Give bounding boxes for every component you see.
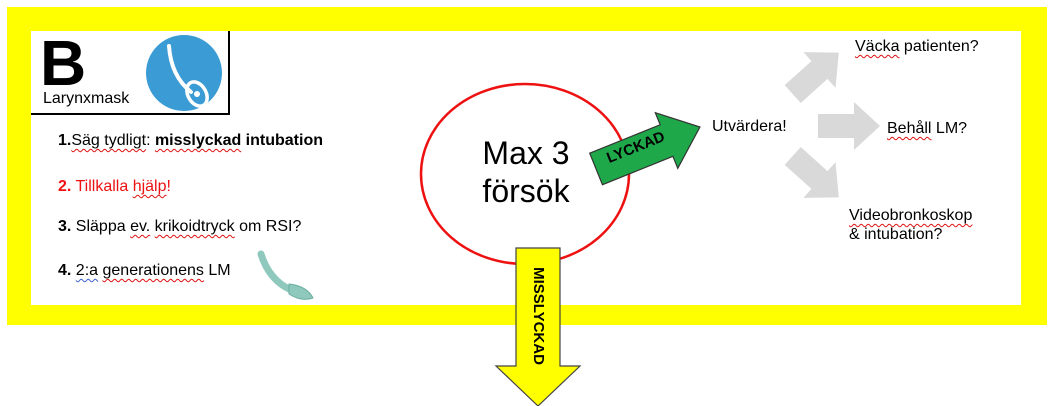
option-keep-lm: Behåll LM? — [887, 120, 967, 138]
failure-arrow — [494, 247, 582, 406]
step-text: ev. — [130, 218, 151, 235]
step-1: 1.Säg tydligt: misslyckad intubation — [58, 132, 323, 150]
option-intubation: & intubation? — [849, 226, 943, 243]
option-wake-patient: Väcka patienten? — [855, 38, 979, 56]
option-text: Behåll — [887, 120, 932, 137]
step-text: LM — [203, 262, 231, 279]
step-text: hjälp — [132, 178, 167, 195]
success-arrow — [588, 111, 701, 186]
evaluate-label: Utvärdera! — [712, 118, 787, 135]
step-4: 4. 2:a generationens LM — [58, 262, 231, 280]
section-letter: B — [40, 27, 87, 99]
failure-label: MISSLYCKAD — [530, 267, 547, 365]
step-text: om RSI? — [234, 218, 302, 235]
step-number: 1. — [58, 132, 72, 149]
step-2: 2. Tillkalla hjälp! — [58, 178, 171, 196]
step-text: Släppa — [71, 218, 131, 235]
step-text: krikoidtryck — [154, 218, 235, 235]
step-text: ! — [166, 178, 171, 195]
option-videobronchoscope: Videobronkoskop — [849, 207, 972, 225]
card-label: Larynxmask — [43, 90, 130, 107]
step-text: generationens — [102, 262, 204, 279]
gray-arrow-up — [784, 52, 839, 103]
step-number: 2. — [58, 178, 72, 195]
step-text-emphasis: intubation — [241, 132, 323, 149]
option-text: Videobronkoskop — [849, 207, 973, 224]
step-number: 4. — [58, 262, 72, 279]
step-3: 3. Släppa ev. krikoidtryck om RSI? — [58, 218, 301, 236]
option-text: patienten? — [899, 38, 979, 55]
laryngeal-mask-icon — [146, 35, 222, 111]
step-text-emphasis: misslyckad — [154, 132, 242, 149]
step-text: Säg tydligt — [71, 132, 147, 149]
step-text: : — [146, 132, 155, 149]
step-text: Tillkalla — [71, 178, 133, 195]
option-text: LM? — [931, 120, 968, 137]
step-text: 2:a — [75, 262, 99, 279]
step-number: 3. — [58, 218, 72, 235]
attempts-line-1: Max 3 — [482, 135, 570, 171]
gray-arrow-right — [818, 102, 880, 150]
larynxmask-card: B Larynxmask — [31, 31, 230, 115]
gray-arrow-down — [784, 147, 839, 198]
lm-tube-icon — [257, 250, 314, 300]
option-text: Väcka — [855, 38, 900, 55]
attempts-line-2: försök — [482, 173, 570, 209]
